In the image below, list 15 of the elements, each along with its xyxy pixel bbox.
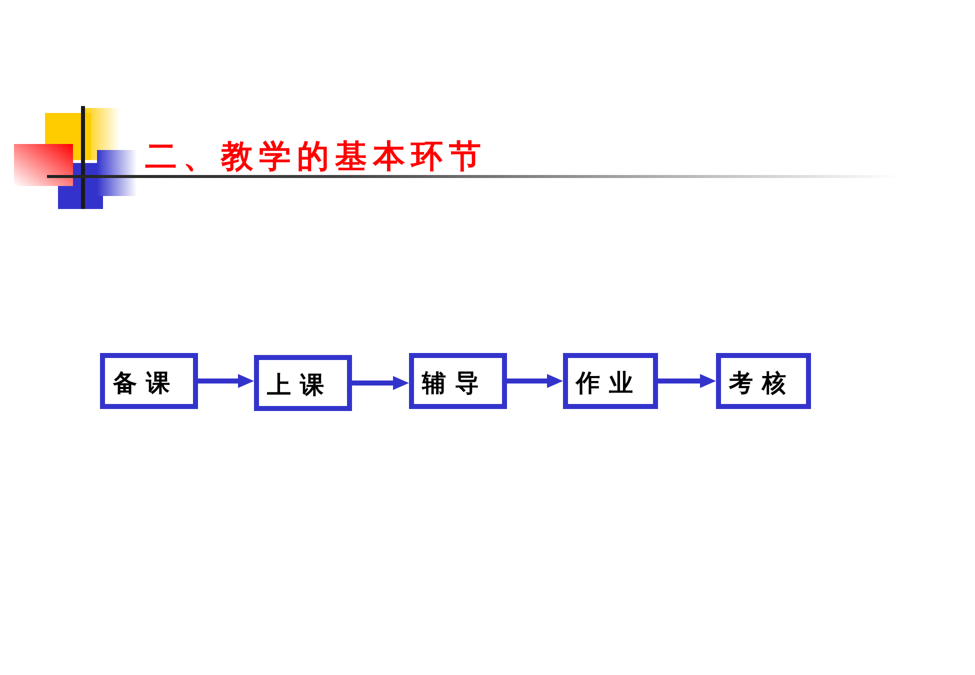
step-box <box>254 355 352 411</box>
slide-title: 二、教学的基本环节 <box>145 140 487 172</box>
step-label: 考核 <box>729 371 795 395</box>
step-box <box>563 353 658 409</box>
step-label: 备课 <box>113 371 179 395</box>
step-box <box>100 353 198 409</box>
step-label: 上课 <box>267 373 333 397</box>
arrow <box>352 376 409 390</box>
step-box <box>409 353 507 409</box>
arrow <box>507 374 563 388</box>
step-label: 作业 <box>576 371 642 395</box>
step-box <box>716 353 811 409</box>
arrow <box>198 374 254 388</box>
step-label: 辅导 <box>422 371 488 395</box>
arrow <box>658 374 716 388</box>
